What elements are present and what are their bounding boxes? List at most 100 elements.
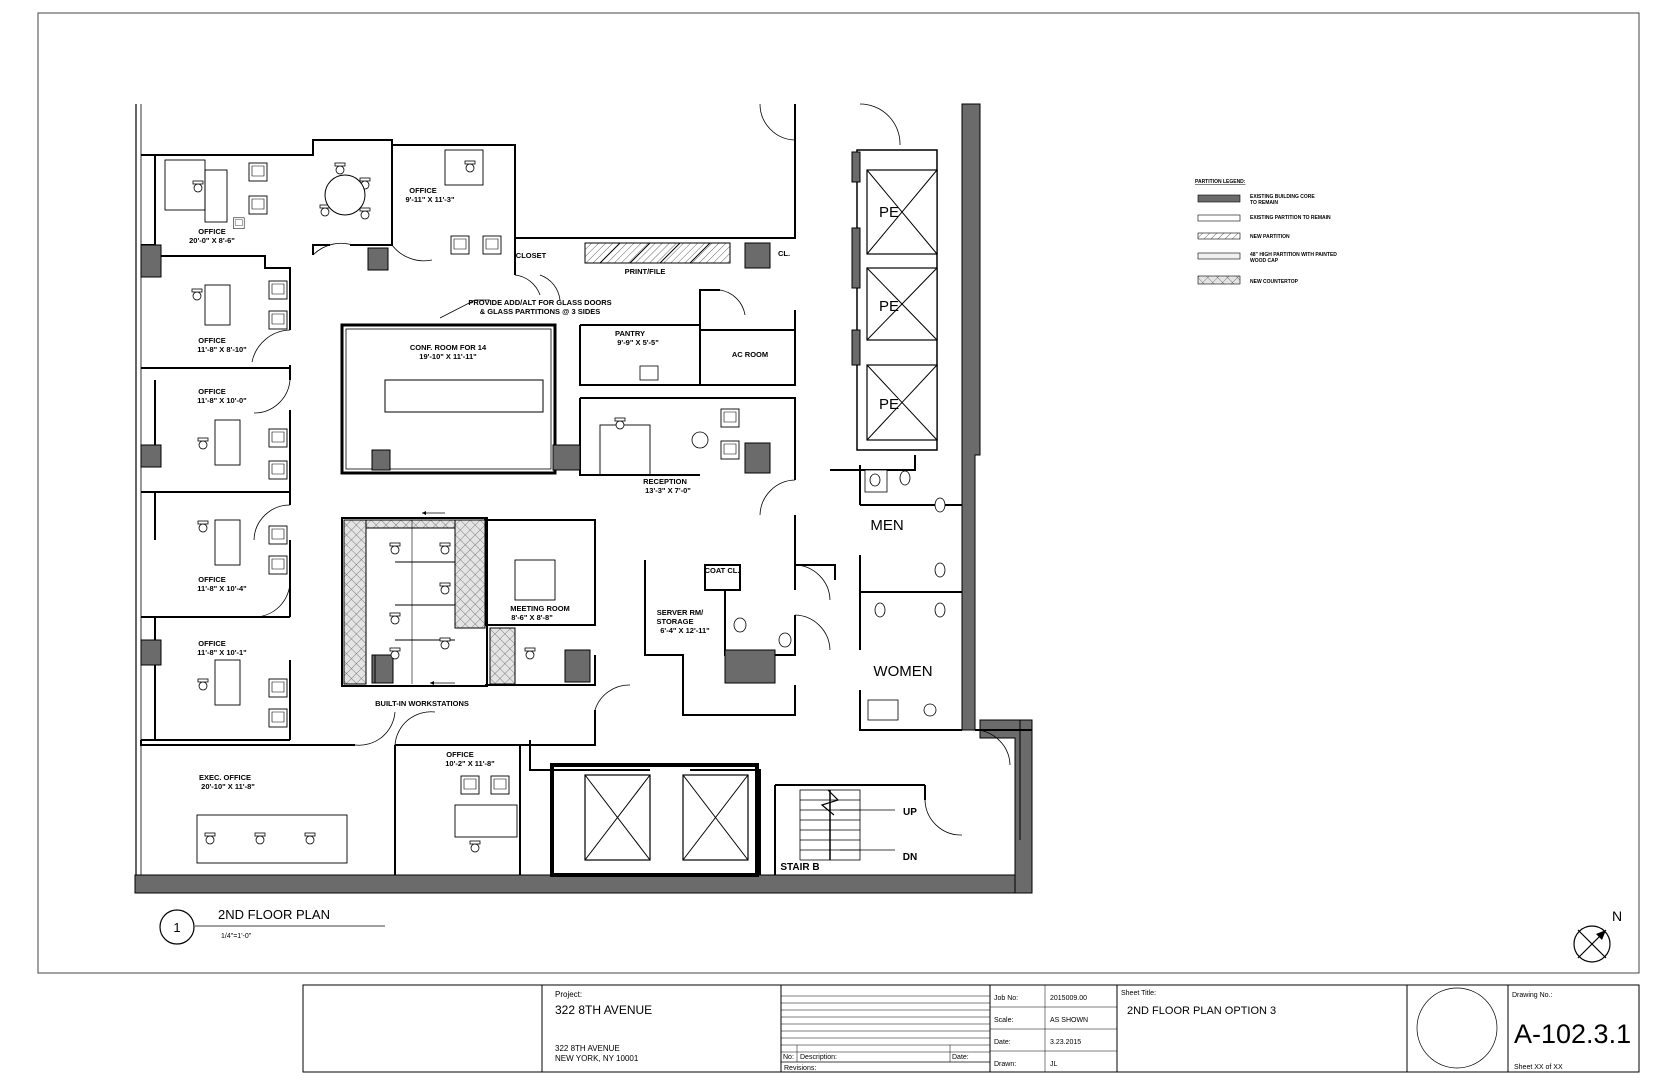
legend-label-existing: EXISTING PARTITION TO REMAIN [1250,215,1331,221]
north-arrow: N [1573,908,1622,963]
project-label: Project: [555,990,582,999]
women-label: WOMEN [873,663,932,680]
address-line1: 322 8TH AVENUE [555,1044,620,1053]
plan-number-bubble [159,909,195,945]
pe-label-2: PE [879,298,899,315]
restroom-fixtures [639,365,946,721]
office7-name: OFFICE [446,750,474,759]
drawn-value: JL [1050,1061,1058,1068]
plan-scale: 1/4"=1'-0" [221,933,252,940]
pe-label-3: PE [879,396,899,413]
conf-room-name: CONF. ROOM FOR 14 [410,343,487,352]
built-in-workstations [343,511,516,685]
exec-name: EXEC. OFFICE [199,773,251,782]
room-labels: OFFICE 20'-0" X 8'-6" OFFICE 9'-11" X 11… [189,186,932,873]
doors [251,103,1011,836]
rev-description-label: Description: [800,1054,837,1061]
legend-swatch-core [1197,194,1241,203]
pantry-name: PANTRY [615,329,645,338]
title-block [302,984,1640,1073]
stair-b-label: STAIR B [780,862,819,873]
glass-note-line1: PROVIDE ADD/ALT FOR GLASS DOORS [468,298,611,307]
elevator-shafts [550,763,759,877]
legend-swatch-new [1197,232,1241,240]
legend-swatch-half [1197,252,1241,260]
office3-dim: 11'-8" X 8'-10" [197,345,247,354]
chairs [191,160,626,853]
date-value: 3.23.2015 [1050,1039,1081,1046]
glass-note-line2: & GLASS PARTITIONS @ 3 SIDES [480,307,601,316]
conference-table [233,217,544,413]
office4-name: OFFICE [198,387,226,396]
job-value: 2015009.00 [1050,995,1087,1002]
sheet-of: Sheet XX of XX [1514,1064,1563,1071]
server-name: SERVER RM/ [657,608,704,617]
office4-dim: 11'-8" X 10'-0" [197,396,247,405]
seal-circle [1416,987,1498,1069]
plan-title-text: 2ND FLOOR PLAN [218,907,330,922]
legend-label-half-2: WOOD CAP [1250,258,1279,264]
note-leader [439,299,490,319]
exec-dim: 20'-10" X 11'-8" [201,782,255,791]
building-shell [134,103,1033,894]
men-label: MEN [870,517,903,534]
meeting-room-dim: 8'-6" X 8'-8" [511,613,553,622]
office5-dim: 11'-8" X 10'-4" [197,584,247,593]
legend-label-new: NEW PARTITION [1250,234,1290,240]
cl-label: CL. [778,249,790,258]
partition-legend: PARTITION LEGEND: EXISTING BUILDING CORE… [1195,179,1337,285]
sheet-border [37,12,1640,974]
drawing-no-label: Drawing No.: [1512,992,1553,999]
furniture [164,149,651,864]
job-label: Job No: [994,995,1018,1002]
drawing-no: A-102.3.1 [1514,1019,1631,1049]
project-name: 322 8TH AVENUE [555,1003,652,1017]
office2-name: OFFICE [409,186,437,195]
legend-title: PARTITION LEGEND: [1195,179,1246,185]
conf-room-dim: 19'-10" X 11'-11" [419,352,477,361]
plan-title: 1 2ND FLOOR PLAN 1/4"=1'-0" [159,907,385,945]
office1-name: OFFICE [198,227,226,236]
office6-dim: 11'-8" X 10'-1" [197,648,247,657]
server-name2: STORAGE [657,617,694,626]
legend-label-core-2: TO REMAIN [1250,200,1278,206]
round-table [324,174,366,216]
scale-value: AS SHOWN [1050,1017,1088,1024]
coat-closet-label: COAT CL. [705,566,740,575]
stair-dn-label: DN [903,852,917,863]
server-dim: 6'-4" X 12'-11" [660,626,710,635]
stair-b [799,789,895,861]
sheet-title: 2ND FLOOR PLAN OPTION 3 [1127,1005,1276,1017]
revisions-label: Revisions: [784,1065,816,1072]
legend-swatch-existing [1197,214,1241,222]
date-label: Date: [994,1039,1011,1046]
reception-dim: 13'-3" X 7'-0" [645,486,691,495]
legend-label-counter: NEW COUNTERTOP [1250,279,1299,285]
legend-label-half: 48" HIGH PARTITION WITH PAINTED [1250,252,1337,258]
title-block-text: Project: 322 8TH AVENUE 322 8TH AVENUE N… [555,990,1631,1072]
print-file-counter [584,242,731,264]
workstations-label: BUILT-IN WORKSTATIONS [375,699,469,708]
partitions [140,104,1032,875]
office1-dim: 20'-0" X 8'-6" [189,236,235,245]
drawn-label: Drawn: [994,1061,1016,1068]
closet-label: CLOSET [516,251,547,260]
office3-name: OFFICE [198,336,226,345]
address-line2: NEW YORK, NY 10001 [555,1054,639,1063]
office5-name: OFFICE [198,575,226,584]
office2-dim: 9'-11" X 11'-3" [405,195,454,204]
office6-name: OFFICE [198,639,226,648]
sheet-title-label: Sheet Title: [1121,990,1156,997]
stair-up-label: UP [903,807,917,818]
rev-date-label: Date: [952,1054,969,1061]
scale-label: Scale: [994,1017,1014,1024]
north-label: N [1612,908,1622,924]
reception-name: RECEPTION [643,477,687,486]
print-file-label: PRINT/FILE [625,267,666,276]
meeting-room-name: MEETING ROOM [510,604,570,613]
legend-label-core: EXISTING BUILDING CORE [1250,194,1315,200]
pe-shafts [851,149,938,451]
rev-no-label: No: [783,1054,794,1061]
pe-label-1: PE [879,204,899,221]
